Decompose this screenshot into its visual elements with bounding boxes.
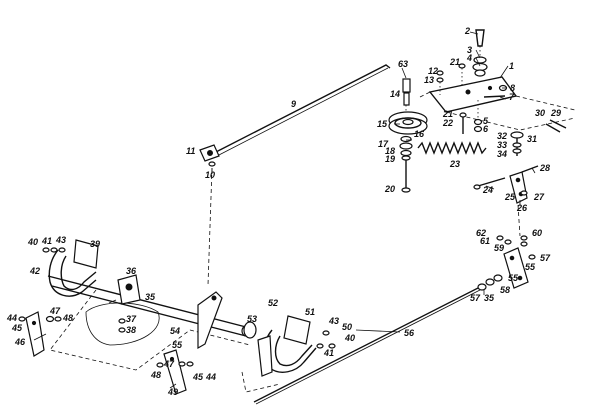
label-51: 51: [305, 307, 315, 317]
label-7: 7: [509, 92, 515, 102]
label-30: 30: [535, 108, 545, 118]
label-43a: 43: [55, 235, 66, 245]
label-35a: 35: [145, 292, 156, 302]
label-47b: 47: [163, 359, 175, 369]
label-12: 12: [428, 66, 438, 76]
rod-56: [253, 204, 536, 405]
label-56: 56: [404, 328, 415, 338]
label-17: 17: [378, 139, 389, 149]
label-45a: 45: [11, 323, 23, 333]
label-43b: 43: [328, 316, 339, 326]
nut-12: [436, 70, 444, 76]
label-61: 61: [480, 236, 490, 246]
pin-7: [483, 95, 506, 98]
label-58: 58: [500, 285, 510, 295]
bracket-52: [257, 335, 273, 377]
label-13: 13: [424, 75, 434, 85]
rod-24: [477, 177, 506, 187]
label-1: 1: [509, 61, 514, 71]
lever-plate: [197, 291, 223, 350]
label-50: 50: [342, 322, 352, 332]
label-41a: 41: [41, 236, 52, 246]
label-22: 22: [442, 118, 453, 128]
label-57b: 57: [540, 253, 551, 263]
label-48b: 48: [150, 370, 161, 380]
label-44b: 44: [205, 372, 216, 382]
label-62: 62: [476, 228, 486, 238]
label-3: 3: [467, 45, 472, 55]
label-21a: 21: [449, 57, 460, 67]
nut-3b: [474, 69, 486, 77]
label-49: 49: [167, 387, 178, 397]
label-60: 60: [532, 228, 542, 238]
label-15: 15: [377, 119, 388, 129]
label-55b: 55: [508, 273, 519, 283]
bracket-39: [73, 239, 99, 269]
label-52: 52: [268, 298, 278, 308]
cable-9: [199, 64, 391, 286]
label-6: 6: [483, 124, 489, 134]
label-5: 5: [483, 116, 489, 126]
label-46: 46: [14, 337, 26, 347]
label-47a: 47: [49, 306, 61, 316]
control-lever: [475, 29, 485, 47]
upper-assembly: [388, 29, 576, 204]
label-28: 28: [539, 163, 550, 173]
label-55c: 55: [525, 262, 536, 272]
label-9: 9: [291, 99, 296, 109]
label-18: 18: [385, 146, 395, 156]
label-24: 24: [482, 185, 493, 195]
label-21b: 21: [442, 109, 453, 119]
label-59: 59: [494, 243, 504, 253]
bracket-49: [163, 349, 187, 395]
label-25: 25: [504, 192, 516, 202]
label-40a: 40: [27, 237, 38, 247]
bracket-46: [25, 311, 45, 357]
mounting-plate: [428, 76, 518, 113]
label-14: 14: [390, 89, 400, 99]
frame-outline: [419, 91, 576, 131]
label-8: 8: [510, 83, 515, 93]
label-29: 29: [550, 108, 561, 118]
label-23: 23: [449, 159, 460, 169]
label-36: 36: [126, 266, 137, 276]
tension-spring: [417, 141, 487, 155]
label-20: 20: [384, 184, 395, 194]
label-48a: 48: [62, 313, 73, 323]
label-32: 32: [497, 131, 507, 141]
label-4: 4: [466, 53, 472, 63]
label-16: 16: [414, 129, 425, 139]
label-11: 11: [186, 146, 195, 156]
label-26: 26: [516, 203, 528, 213]
label-44a: 44: [6, 313, 17, 323]
label-34: 34: [497, 149, 507, 159]
label-40b: 40: [344, 333, 355, 343]
label-27: 27: [533, 192, 545, 202]
bracket-51: [283, 315, 311, 345]
label-53: 53: [247, 314, 257, 324]
label-37: 37: [126, 314, 137, 324]
label-38: 38: [126, 325, 136, 335]
label-41b: 41: [323, 348, 334, 358]
label-31: 31: [527, 134, 537, 144]
leader-lines: [33, 31, 536, 389]
label-39: 39: [90, 239, 100, 249]
label-42: 42: [29, 266, 40, 276]
label-19: 19: [385, 154, 395, 164]
label-2: 2: [464, 26, 470, 36]
label-33: 33: [497, 140, 507, 150]
label-35b: 35: [484, 293, 495, 303]
label-45b: 45: [192, 372, 204, 382]
part-number-labels: 1 2 3 4 5 6 7 8 9 10 11 12 13 14 15 16 1…: [6, 26, 561, 397]
label-54: 54: [170, 326, 180, 336]
label-10: 10: [205, 170, 215, 180]
label-55a: 55: [172, 340, 183, 350]
label-63: 63: [398, 59, 408, 69]
nut-13: [436, 77, 444, 83]
lower-assembly: [18, 239, 336, 395]
label-57a: 57: [470, 293, 481, 303]
